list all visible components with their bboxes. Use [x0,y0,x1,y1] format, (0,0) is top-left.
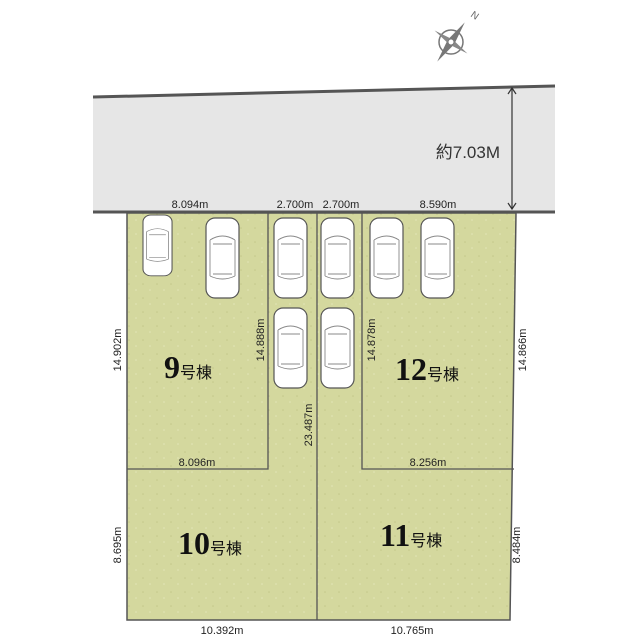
dim-top-driveway-left: 2.700m [277,199,314,211]
car-icon [273,217,308,299]
car-icon [320,307,355,389]
car-icon [420,217,455,299]
lots-area [126,212,517,621]
road-width-label: 約7.03M [436,143,500,162]
compass-icon: N [434,9,481,62]
dim-lot11-bottom: 10.765m [391,625,434,637]
dim-lot10-bottom: 10.392m [201,625,244,637]
car-icon [273,307,308,389]
lot-suffix: 号棟 [210,539,242,558]
dim-lot10-left: 8.695m [112,527,124,564]
car-icon [142,214,173,277]
lot-number: 9 [164,349,180,385]
road: 約7.03M [92,84,556,214]
dim-top-lot9: 8.094m [172,199,209,211]
lot-label-11: 11号棟 [380,517,442,553]
dim-lot9-right: 14.888m [255,319,267,362]
dim-top-lot12: 8.590m [420,199,457,211]
lot-suffix: 号棟 [410,531,442,550]
lot-number: 11 [380,517,410,553]
lot-number: 12 [395,351,427,387]
lot-label-10: 10号棟 [178,525,242,561]
lot-suffix: 号棟 [427,365,459,384]
car-icon [205,217,240,299]
lot-number: 10 [178,525,210,561]
dim-lot12-left: 14.878m [366,319,378,362]
dim-driveway: 23.487m [303,404,315,447]
dim-lot9-left: 14.902m [112,329,124,372]
lot-label-9: 9号棟 [164,349,212,385]
dim-lot11-right: 8.484m [511,527,523,564]
dim-lot12-right: 14.866m [517,329,529,372]
dim-lot9-bottom: 8.096m [179,457,216,469]
lot-label-12: 12号棟 [395,351,459,387]
dim-top-driveway-right: 2.700m [323,199,360,211]
lot-suffix: 号棟 [180,363,212,382]
compass-north-label: N [468,9,480,22]
car-icon [369,217,404,299]
car-icon [320,217,355,299]
dim-lot12-bottom: 8.256m [410,457,447,469]
road-width-arrow [507,86,517,211]
